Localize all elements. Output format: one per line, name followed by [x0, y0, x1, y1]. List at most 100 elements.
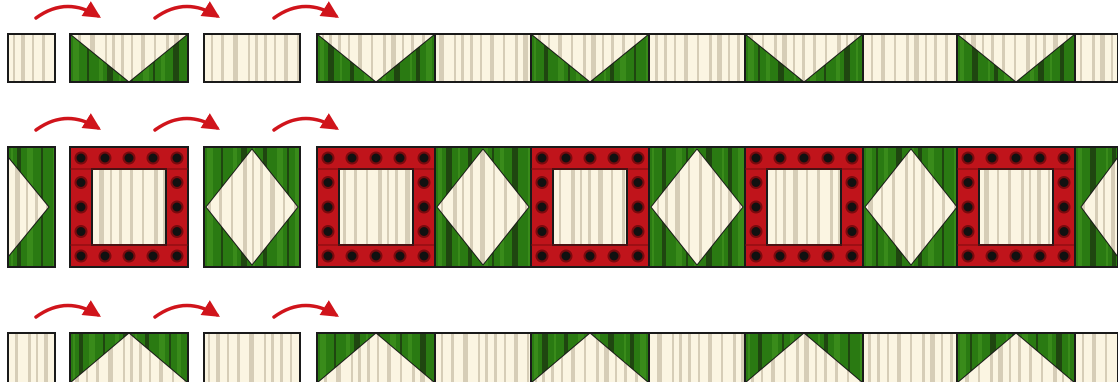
stripe [1100, 34, 1105, 82]
plain-block [204, 333, 300, 382]
stripe-background [8, 34, 55, 82]
stripe [248, 34, 250, 82]
polka-dot [848, 154, 857, 163]
diamond-block [863, 147, 959, 267]
curved-arrow [274, 6, 336, 18]
curved-arrow [155, 118, 217, 130]
stripe [387, 169, 389, 245]
quilt-block [8, 147, 57, 267]
curved-arrow [36, 6, 98, 18]
polka-dot [173, 252, 182, 261]
polka-dot [77, 203, 86, 212]
quilt-block [649, 34, 745, 82]
polka-dot [752, 178, 761, 187]
stripe [290, 333, 292, 382]
polka-dot [964, 154, 973, 163]
stripe [13, 34, 15, 82]
stripe [922, 333, 925, 382]
stripe [119, 169, 122, 245]
stripe-background [863, 34, 959, 82]
plain-block [435, 34, 531, 82]
stripe [775, 169, 777, 245]
quilt-block [204, 333, 300, 382]
quilt-block [745, 34, 863, 82]
polka-dot [396, 252, 405, 261]
polka-dot [634, 203, 643, 212]
polka-dot [634, 178, 643, 187]
stripe [264, 34, 267, 82]
stripe [804, 333, 809, 382]
stripe [802, 34, 805, 82]
polka-dot [324, 154, 333, 163]
stripe-background [649, 333, 745, 382]
stripe [154, 169, 158, 245]
stripe [1048, 169, 1050, 245]
stripe [480, 34, 482, 82]
stripe [252, 147, 254, 267]
polka-dot [420, 154, 429, 163]
stripe [1008, 169, 1011, 245]
stripe [598, 169, 603, 245]
stripe [584, 333, 586, 382]
stripe [871, 34, 873, 82]
stripe [130, 169, 133, 245]
stripe [227, 333, 229, 382]
polka-dot [752, 203, 761, 212]
green-stripe [960, 333, 966, 382]
triangle-block [70, 333, 188, 382]
stripe [451, 333, 454, 382]
polka-dot [634, 252, 643, 261]
stripe [941, 333, 943, 382]
stripe [371, 34, 373, 82]
polka-dot [538, 154, 547, 163]
stripe [930, 333, 935, 382]
triangle-block [957, 34, 1080, 82]
polka-dot [634, 154, 643, 163]
quilt-block [204, 147, 300, 267]
polka-dot [964, 203, 973, 212]
diamond-block [8, 147, 57, 267]
stripe [698, 333, 700, 382]
stripe [914, 34, 919, 82]
stripe [887, 333, 889, 382]
stripe-background [1075, 333, 1118, 382]
stripe [503, 34, 505, 82]
polka-dot [824, 252, 833, 261]
stripe [221, 34, 224, 82]
stripe [15, 333, 18, 382]
stripe [1082, 333, 1084, 382]
green-stripe [320, 34, 324, 82]
top-row [8, 34, 1118, 82]
diamond-block [649, 147, 745, 267]
quilt-block [70, 34, 188, 82]
polka-dot [324, 203, 333, 212]
stripe [514, 333, 518, 382]
stripe [439, 34, 444, 82]
stripe [243, 147, 247, 267]
stripe [679, 333, 682, 382]
polka-dot [1036, 154, 1045, 163]
polka-dot [1060, 154, 1069, 163]
stripe [934, 34, 937, 82]
polka-dot [610, 154, 619, 163]
quilt-block [70, 147, 188, 267]
stripe [709, 34, 712, 82]
stripe [830, 169, 833, 245]
stripe [130, 333, 133, 382]
polka-dot [776, 252, 785, 261]
stripe [28, 333, 31, 382]
plain-block [649, 34, 745, 82]
stripe [796, 333, 799, 382]
polka-dot [77, 154, 86, 163]
green-stripe [748, 333, 750, 382]
quilt-block [70, 333, 188, 382]
polka-dot [586, 252, 595, 261]
polka-dot [324, 252, 333, 261]
stripe [1111, 34, 1113, 82]
stripe [461, 34, 464, 82]
stripe [657, 333, 662, 382]
quilt-block [435, 34, 531, 82]
polka-dot [1012, 154, 1021, 163]
stripe-background [339, 169, 413, 245]
